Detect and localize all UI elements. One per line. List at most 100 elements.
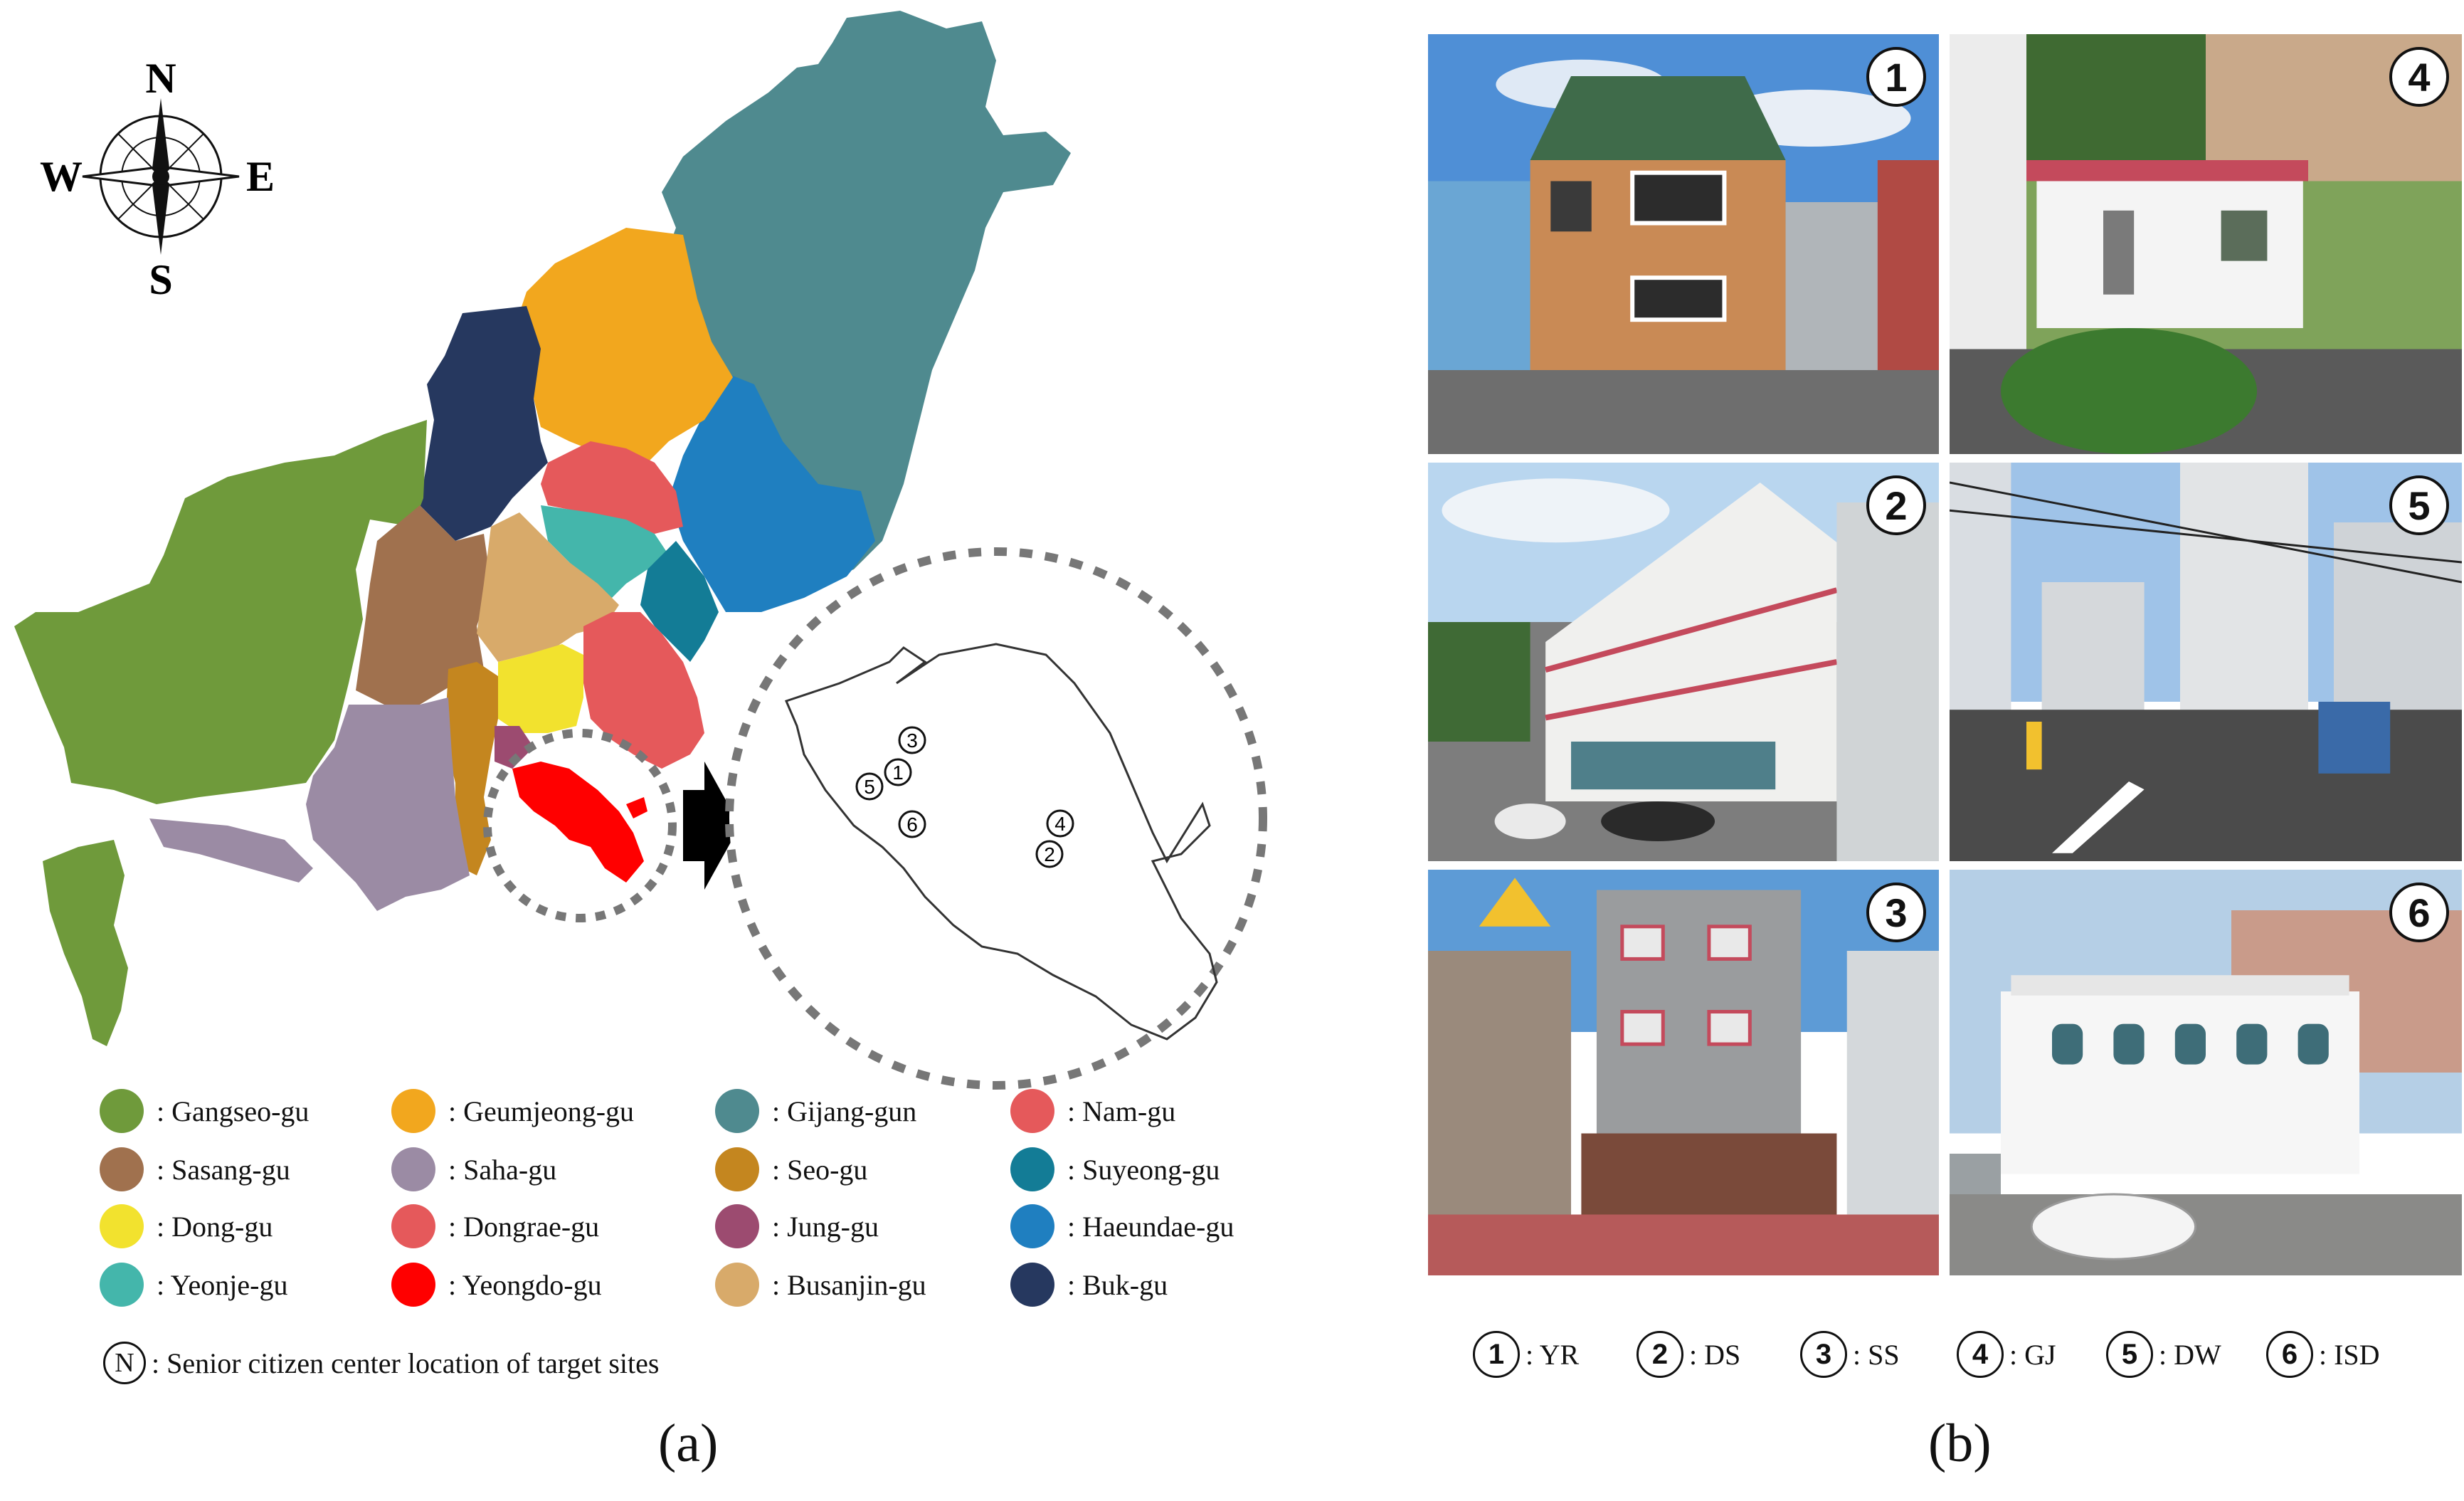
legend-label: : Buk-gu [1067, 1268, 1168, 1301]
district-sasang-gu [356, 505, 491, 705]
legend-note-symbol: N [103, 1342, 146, 1384]
site-legend: 1: YR 2: DS 3: SS 4: GJ 5: DW 6: ISD [1473, 1331, 2455, 1388]
legend-label: : Yeongdo-gu [448, 1268, 602, 1301]
district-gangseo-island [43, 840, 128, 1046]
legend-label: : Yeonje-gu [157, 1268, 288, 1301]
site-number-circle: 1 [1473, 1331, 1520, 1378]
legend-swatch [1010, 1263, 1054, 1307]
district-gangseo-gu [14, 420, 427, 804]
photo-image [1428, 463, 1939, 861]
photo-image [1950, 34, 2462, 454]
legend-label: : Seo-gu [772, 1153, 868, 1186]
legend-note-text: : Senior citizen center location of targ… [152, 1347, 660, 1379]
legend-swatch [100, 1263, 144, 1307]
site-photo-1: 1 [1428, 34, 1939, 454]
site-number-circle: 3 [1800, 1331, 1847, 1378]
panel-a-caption: (a) [658, 1413, 719, 1473]
legend-swatch [1010, 1147, 1054, 1191]
legend-label: : Dong-gu [157, 1210, 273, 1243]
inset-marker-circle [898, 810, 926, 838]
site-photo-3: 3 [1428, 870, 1939, 1275]
site-number-circle: 5 [2106, 1331, 2153, 1378]
inset-marker-circle [855, 772, 884, 801]
district-buk-gu [420, 306, 548, 541]
inset-marker-circle [884, 758, 912, 786]
legend-item: : Dongrae-gu [391, 1204, 599, 1248]
district-jung-gu [495, 726, 534, 769]
photo-number-badge: 1 [1866, 47, 1926, 107]
compass-west: W [40, 153, 83, 200]
legend-label: : Jung-gu [772, 1210, 879, 1243]
site-legend-item: 3: SS [1800, 1331, 1900, 1378]
legend-item: : Saha-gu [391, 1147, 556, 1191]
legend-swatch [100, 1147, 144, 1191]
compass-north: N [145, 55, 176, 102]
legend-label: : Gijang-gun [772, 1095, 917, 1127]
legend-item: : Jung-gu [715, 1204, 879, 1248]
legend-item: : Yeonje-gu [100, 1263, 287, 1307]
legend-item: : Sasang-gu [100, 1147, 290, 1191]
legend-label: : Haeundae-gu [1067, 1210, 1234, 1243]
inset-marker-label: 2 [1044, 843, 1055, 865]
site-photo-6: 6 [1950, 870, 2462, 1275]
site-legend-item: 4: GJ [1957, 1331, 2056, 1378]
legend-swatch [715, 1147, 759, 1191]
legend-item: : Nam-gu [1010, 1089, 1175, 1133]
district-busanjin-gu [477, 512, 619, 662]
legend-label: : Dongrae-gu [448, 1210, 600, 1243]
site-code-label: : GJ [2009, 1338, 2056, 1371]
site-number-circle: 6 [2266, 1331, 2313, 1378]
inset-marker-label: 3 [906, 730, 918, 752]
inset-marker-label: 4 [1054, 813, 1066, 835]
legend-note: N : Senior citizen center location of ta… [103, 1342, 659, 1384]
district-dong-gu [498, 644, 583, 733]
panel-b-caption: (b) [1928, 1413, 1992, 1473]
photo-number-badge: 5 [2389, 475, 2449, 535]
district-yeonje-gu [541, 505, 669, 598]
inset-marker-label: 6 [906, 813, 918, 836]
legend-swatch [100, 1089, 144, 1133]
district-yeongdo-islet [626, 797, 647, 818]
inset-marker-circle [1035, 840, 1064, 868]
zoom-arrow [683, 762, 740, 890]
site-photo-2: 2 [1428, 463, 1939, 861]
site-legend-item: 5: DW [2106, 1331, 2221, 1378]
legend-swatch [1010, 1204, 1054, 1248]
legend-swatch [715, 1204, 759, 1248]
legend-swatch [391, 1263, 435, 1307]
district-nam-gu [583, 612, 704, 769]
legend-swatch [100, 1204, 144, 1248]
legend-label: : Suyeong-gu [1067, 1153, 1220, 1186]
site-legend-item: 6: ISD [2266, 1331, 2380, 1378]
zoom-source-circle [483, 729, 677, 922]
district-saha-gu [306, 697, 470, 911]
legend-swatch [391, 1204, 435, 1248]
district-haeundae-gu [669, 370, 875, 612]
legend-item: : Gijang-gun [715, 1089, 916, 1133]
inset-marker-circle [1046, 809, 1074, 838]
legend-item: : Haeundae-gu [1010, 1204, 1234, 1248]
site-code-label: : YR [1526, 1338, 1580, 1371]
legend-swatch [715, 1263, 759, 1307]
site-photo-5: 5 [1950, 463, 2462, 861]
zoom-inset-circle [725, 547, 1267, 1090]
legend-item: : Gangseo-gu [100, 1089, 309, 1133]
photo-number-badge: 6 [2389, 883, 2449, 942]
legend-item: : Geumjeong-gu [391, 1089, 634, 1133]
inset-marker-label: 5 [864, 776, 875, 798]
photo-image [1428, 34, 1939, 454]
legend-label: : Gangseo-gu [157, 1095, 310, 1127]
district-saha-coast [149, 818, 313, 883]
site-legend-item: 2: DS [1637, 1331, 1740, 1378]
legend-item: : Buk-gu [1010, 1263, 1168, 1307]
compass-south: S [149, 256, 172, 303]
legend-label: : Nam-gu [1067, 1095, 1176, 1127]
legend-item: : Dong-gu [100, 1204, 273, 1248]
legend-item: : Yeongdo-gu [391, 1263, 602, 1307]
legend-swatch [391, 1089, 435, 1133]
photo-number-badge: 3 [1866, 883, 1926, 942]
legend-item: : Busanjin-gu [715, 1263, 926, 1307]
photo-image [1950, 870, 2462, 1275]
legend-label: : Sasang-gu [157, 1153, 290, 1186]
